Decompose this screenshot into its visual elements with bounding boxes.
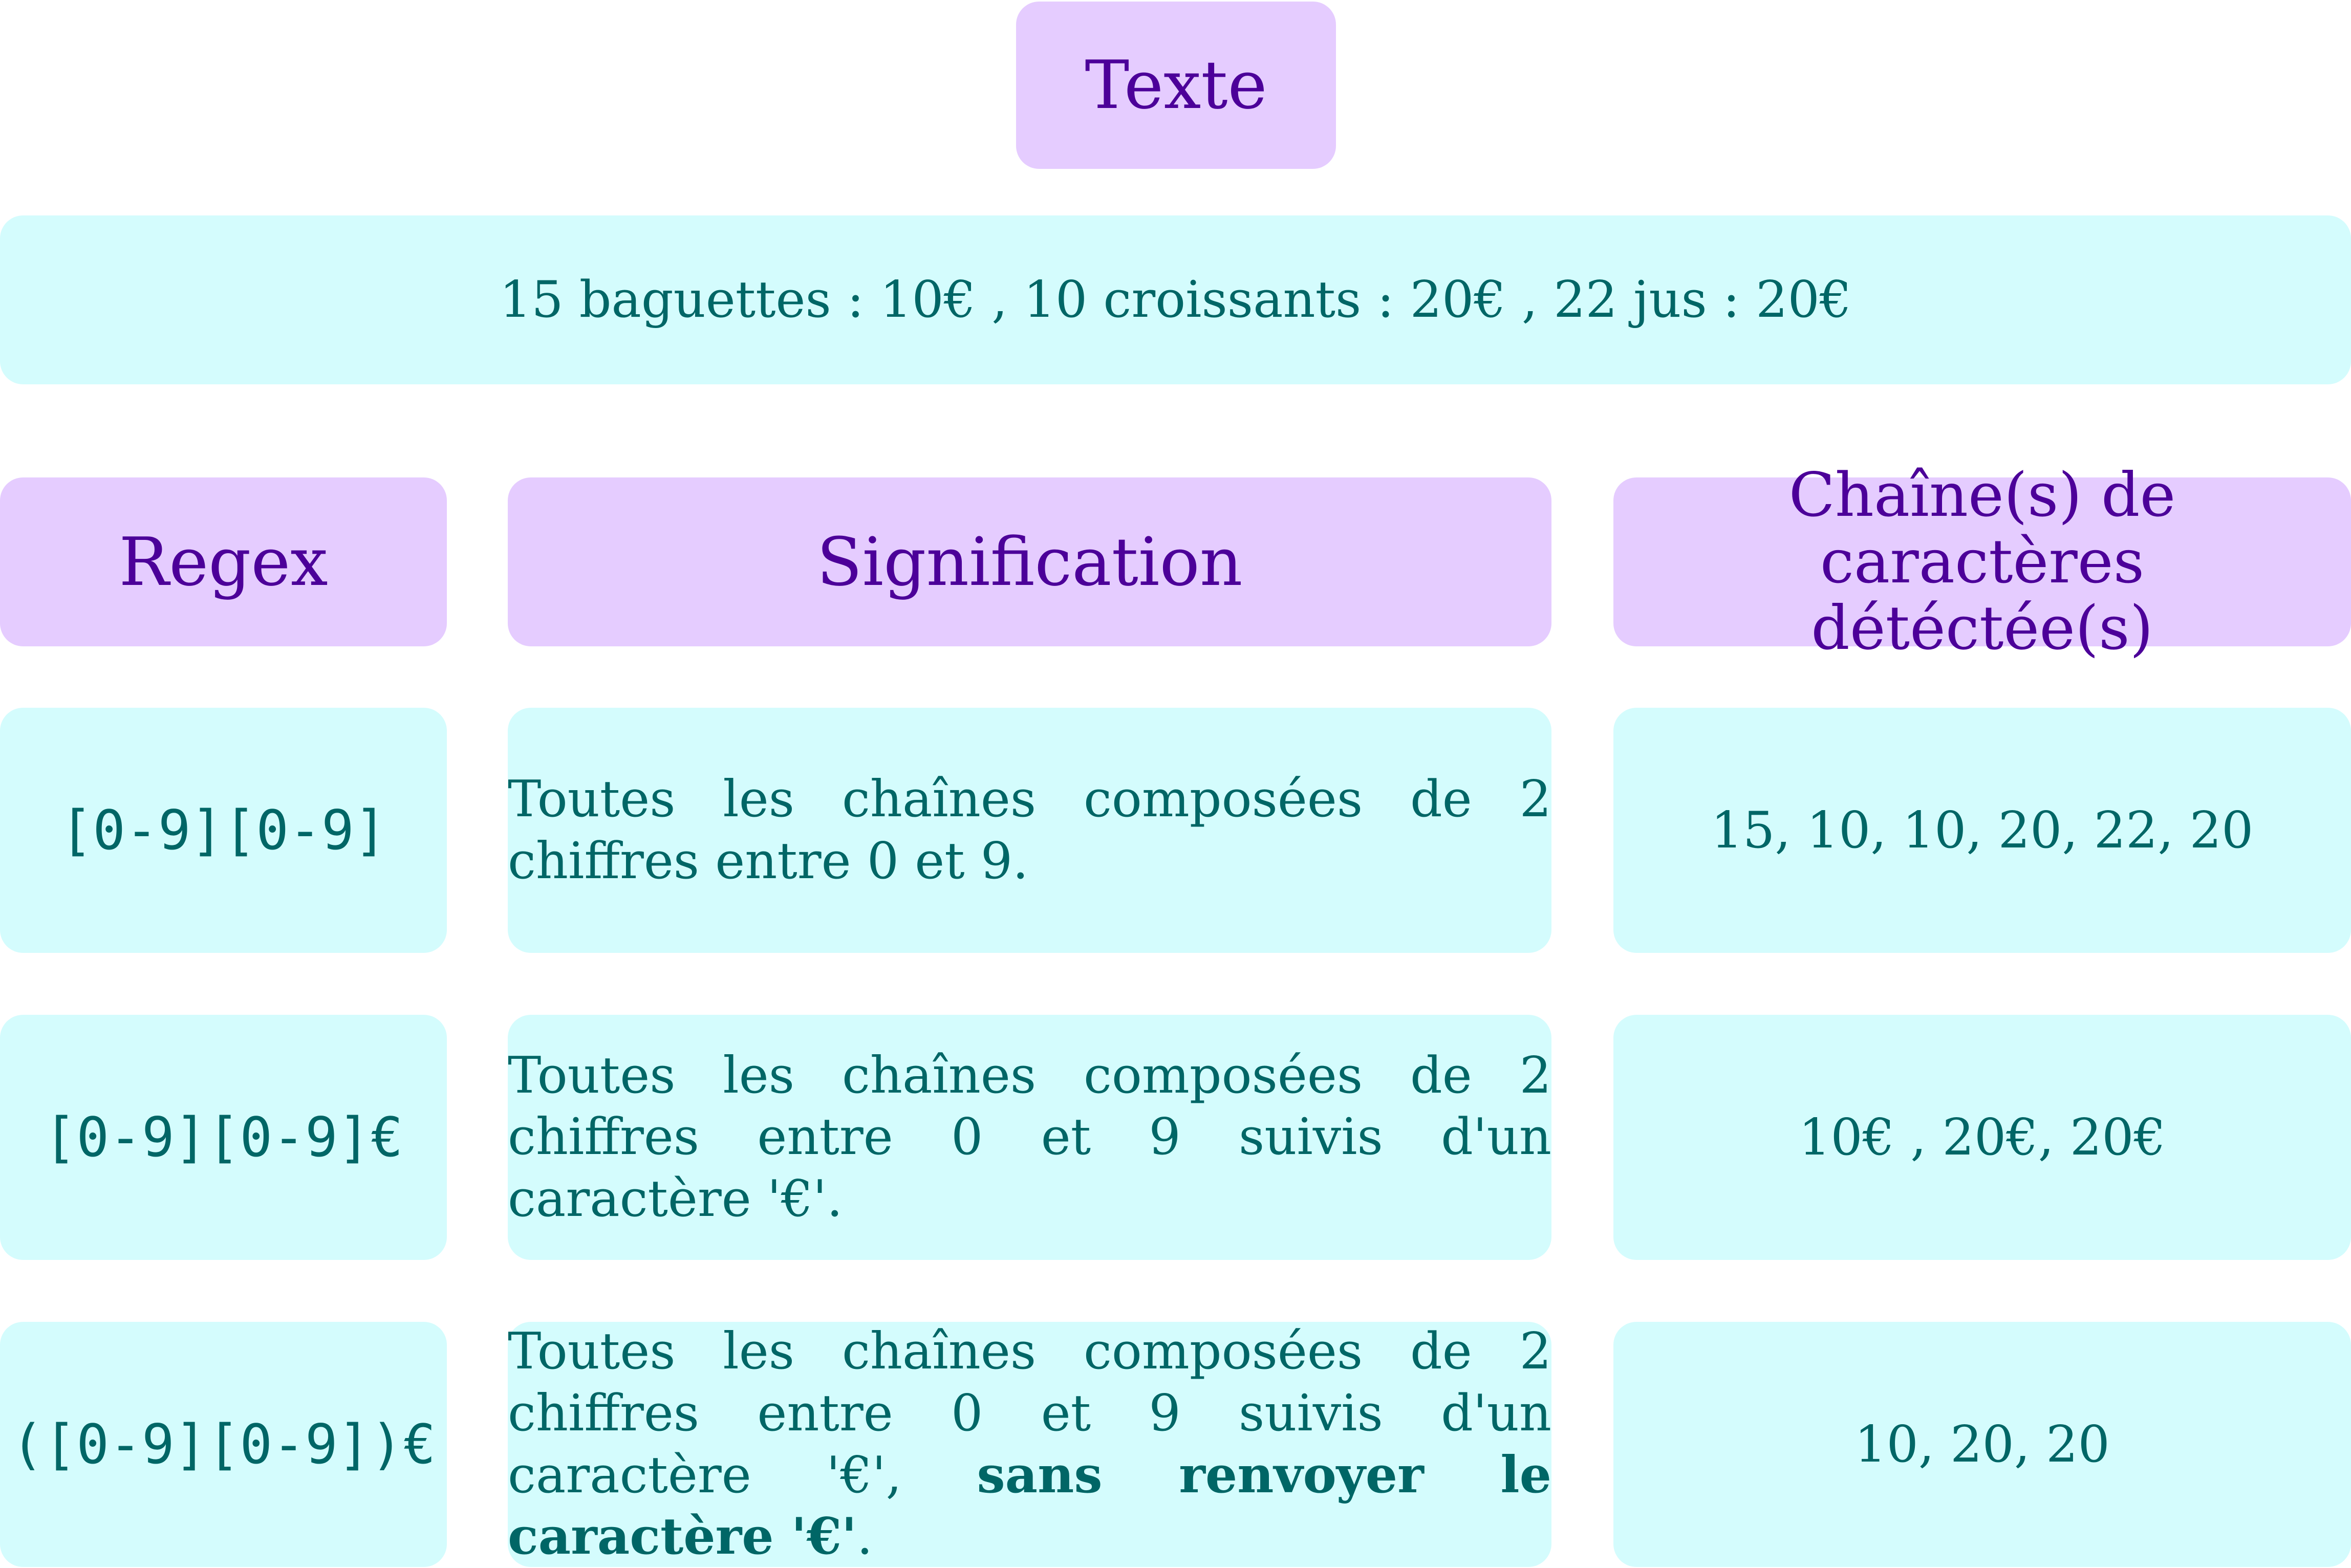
table-row-3-regex: ([0-9][0-9])€ — [0, 1322, 447, 1567]
texte-value: 15 baguettes : 10€ , 10 croissants : 20€… — [499, 271, 1852, 329]
meaning-text-end: . — [856, 1508, 873, 1566]
regex-label: [0-9][0-9] — [60, 799, 387, 862]
meaning-text: Toutes les chaînes composées de 2 chiffr… — [508, 770, 1551, 890]
table-row-1-meaning: Toutes les chaînes composées de 2 chiffr… — [508, 708, 1551, 953]
header-regex-label: Regex — [119, 522, 328, 601]
meaning-text-plain: Toutes les chaînes composées de 2 chiffr… — [508, 1322, 1551, 1505]
header-regex: Regex — [0, 477, 447, 646]
meaning-text-bold: sans renvoyer le caractère '€' — [508, 1445, 1551, 1566]
detected-text: 10, 20, 20 — [1854, 1415, 2110, 1474]
header-detected: Chaîne(s) de caractères détéctée(s) — [1613, 462, 2351, 661]
meaning-text: Toutes les chaînes composées de 2 chiffr… — [508, 1046, 1551, 1228]
regex-label: ([0-9][0-9])€ — [11, 1413, 436, 1476]
texte-title-box: Texte — [1016, 2, 1336, 169]
table-row-1-detected: 15, 10, 10, 20, 22, 20 — [1613, 708, 2351, 953]
detected-text: 15, 10, 10, 20, 22, 20 — [1711, 801, 2254, 860]
texte-title: Texte — [1085, 46, 1267, 124]
table-row-2-meaning: Toutes les chaînes composées de 2 chiffr… — [508, 1015, 1551, 1260]
table-row-3-meaning: Toutes les chaînes composées de 2 chiffr… — [508, 1322, 1551, 1567]
table-row-2-regex: [0-9][0-9]€ — [0, 1015, 447, 1260]
header-detected-label: Chaîne(s) de caractères détéctée(s) — [1788, 460, 2176, 663]
detected-text: 10€ , 20€, 20€ — [1799, 1108, 2166, 1167]
table-row-2-detected: 10€ , 20€, 20€ — [1613, 1015, 2351, 1260]
texte-value-box: 15 baguettes : 10€ , 10 croissants : 20€… — [0, 215, 2351, 384]
table-row-3-detected: 10, 20, 20 — [1613, 1322, 2351, 1567]
table-row-1-regex: [0-9][0-9] — [0, 708, 447, 953]
regex-label: [0-9][0-9]€ — [44, 1106, 403, 1169]
header-signification: Signification — [508, 477, 1551, 646]
header-signification-label: Signification — [816, 522, 1243, 601]
meaning-text: Toutes les chaînes composées de 2 chiffr… — [508, 1321, 1551, 1567]
